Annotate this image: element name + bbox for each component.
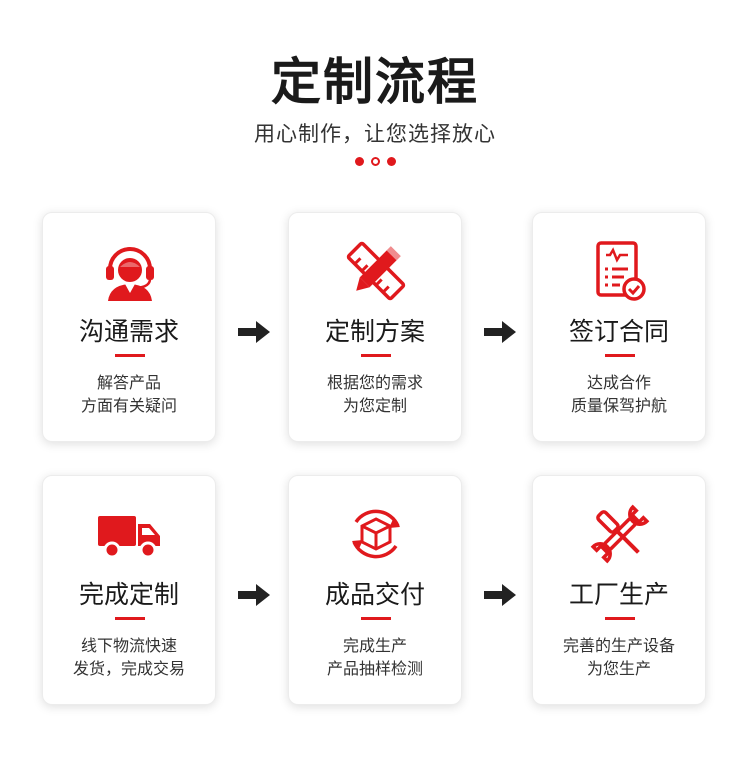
title-underline (115, 617, 145, 620)
desc-line: 为您生产 (586, 659, 651, 678)
step-description: 完成生产 产品抽样检测 (289, 634, 461, 680)
delivery-truck-icon (98, 516, 160, 559)
contract-document-icon (596, 241, 646, 301)
step-card-production: 工厂生产 完善的生产设备 为您生产 (532, 475, 706, 705)
package-cycle-icon (352, 509, 400, 559)
title-underline (605, 354, 635, 357)
desc-line: 根据您的需求 (326, 373, 423, 392)
wrench-screwdriver-icon (590, 504, 650, 564)
desc-line: 产品抽样检测 (326, 659, 423, 678)
desc-line: 发货，完成交易 (72, 659, 185, 678)
title-underline (361, 617, 391, 620)
step-title: 定制方案 (324, 317, 425, 346)
arrow-right-icon (238, 584, 270, 606)
desc-line: 完成生产 (342, 636, 407, 655)
title-underline (605, 617, 635, 620)
step-card-delivery: 完成定制 线下物流快速 发货，完成交易 (42, 475, 216, 705)
title-underline (361, 354, 391, 357)
desc-line: 为您定制 (342, 396, 407, 415)
page-subtitle: 用心制作，让您选择放心 (254, 122, 496, 146)
desc-line: 方面有关疑问 (80, 396, 177, 415)
step-card-communicate: 沟通需求 解答产品 方面有关疑问 (42, 212, 216, 442)
step-title: 工厂生产 (568, 580, 669, 609)
step-title: 成品交付 (324, 580, 425, 609)
pencil-ruler-icon (346, 241, 406, 301)
decorative-dots (0, 157, 750, 166)
desc-line: 质量保驾护航 (570, 396, 667, 415)
desc-line: 线下物流快速 (80, 636, 177, 655)
step-description: 线下物流快速 发货，完成交易 (43, 634, 215, 680)
step-description: 完善的生产设备 为您生产 (533, 634, 705, 680)
customer-service-headset-icon (106, 247, 154, 301)
arrow-right-icon (484, 321, 516, 343)
step-card-handover: 成品交付 完成生产 产品抽样检测 (288, 475, 462, 705)
desc-line: 完善的生产设备 (562, 636, 675, 655)
step-description: 解答产品 方面有关疑问 (43, 371, 215, 417)
step-title: 完成定制 (78, 580, 179, 609)
step-title: 签订合同 (568, 317, 669, 346)
dot-filled (386, 157, 396, 166)
step-title: 沟通需求 (78, 317, 179, 346)
desc-line: 达成合作 (586, 373, 651, 392)
dot-filled (354, 157, 364, 166)
dot-hollow (370, 157, 380, 166)
step-card-plan: 定制方案 根据您的需求 为您定制 (288, 212, 462, 442)
desc-line: 解答产品 (96, 373, 161, 392)
page-title: 定制流程 (271, 53, 479, 111)
step-card-contract: 签订合同 达成合作 质量保驾护航 (532, 212, 706, 442)
step-description: 达成合作 质量保驾护航 (533, 371, 705, 417)
arrow-right-icon (484, 584, 516, 606)
title-underline (115, 354, 145, 357)
step-description: 根据您的需求 为您定制 (289, 371, 461, 417)
arrow-right-icon (238, 321, 270, 343)
